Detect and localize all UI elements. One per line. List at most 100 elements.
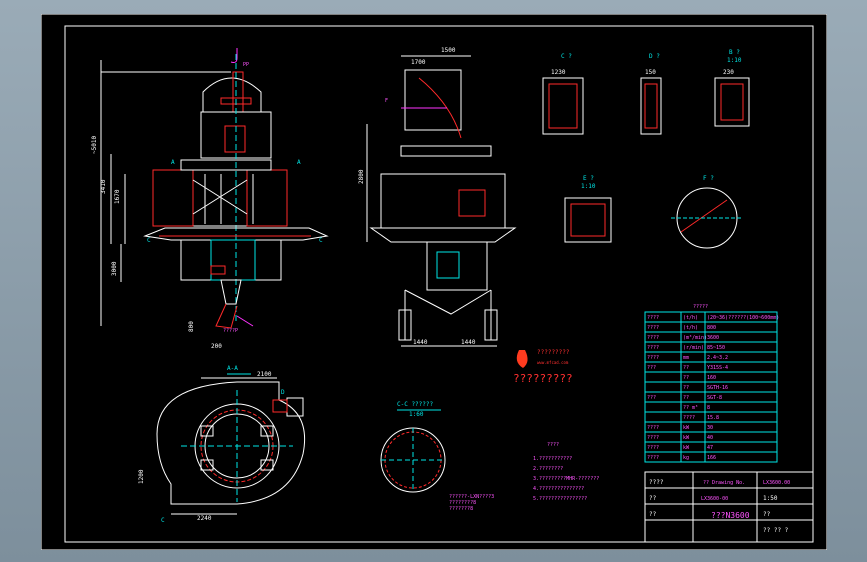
side-inlet-label: F <box>385 98 388 104</box>
watermark: ????????? www.mfcad.com ????????? <box>513 349 573 385</box>
table-cell: ??? <box>647 395 656 401</box>
tb-drawing-no: LX3600-00 <box>701 496 728 502</box>
view-e-inner <box>570 203 606 237</box>
tb-name: ???N3600 <box>711 511 750 520</box>
table-cell: ???? <box>647 455 659 461</box>
drum-blades <box>192 179 248 215</box>
side-base <box>369 227 517 243</box>
table-cell: Y315S-4 <box>707 365 728 371</box>
notes-title: ???? <box>547 442 559 448</box>
left-inlet <box>152 169 194 227</box>
aa-mark-c: C <box>161 517 165 524</box>
view-e-outer <box>564 197 612 243</box>
front-view: PP ????P 3410 1670 <box>91 48 329 350</box>
table-cell: 160 <box>707 375 716 381</box>
section-mark-c-left: C <box>147 237 151 244</box>
table-cell: (t/h) <box>683 315 698 321</box>
dim-1200: 1200 <box>138 469 145 484</box>
table-cell: ?? <box>683 395 689 401</box>
hook-label: PP <box>243 62 249 68</box>
side-motor <box>436 251 460 279</box>
table-cell: kg <box>683 455 689 461</box>
table-cell: ???? <box>647 435 659 441</box>
technical-notes: ???? 1.??????????? 2.???????? 3.????????… <box>533 442 599 502</box>
table-cell: ???? <box>647 325 659 331</box>
flame-logo <box>516 350 528 368</box>
parameter-table: ????? ???? (t/h) (20~36)??????(100~600mm)?… <box>644 304 779 463</box>
table-cell: SGT-8 <box>707 395 722 401</box>
table-cell: ???? <box>647 445 659 451</box>
side-view: 1500 1700 F 1440 1440 2800 <box>358 47 517 347</box>
section-aa-title: A-A <box>227 365 238 372</box>
note-3: 3.?????????MHR-??????? <box>533 476 599 482</box>
tb-designer: ???? <box>649 479 664 486</box>
view-f-chord <box>680 199 728 233</box>
view-d-outer <box>640 77 662 135</box>
section-aa: A-A 2100 1200 2240 D C <box>138 365 306 524</box>
tb-material: ?? <box>763 511 771 518</box>
table-cell: ???? <box>647 315 659 321</box>
main-drum <box>152 169 288 227</box>
table-cell: 800 <box>707 325 716 331</box>
table-cell: 30 <box>707 425 713 431</box>
dim-3000: 3000 <box>111 261 118 276</box>
dim-1440-a: 1440 <box>413 339 428 346</box>
title-block-frame <box>644 471 814 543</box>
lifting-hook <box>230 48 238 63</box>
section-cc-title: C-C ?????? <box>397 401 434 408</box>
side-upper-box <box>404 69 462 131</box>
side-foot-left <box>398 309 412 341</box>
detail-view-c: C ? 1230 <box>542 53 584 135</box>
table-cell: (r/min) <box>683 345 704 351</box>
view-d-width: 150 <box>645 69 656 76</box>
dim-top-1700: 1700 <box>411 59 426 66</box>
dim-1440-b: 1440 <box>461 339 476 346</box>
blade-box-1 <box>200 425 214 437</box>
detail-view-e: E ? 1:10 <box>564 175 612 243</box>
outlet-leader <box>236 315 254 327</box>
table-cell: (20~36)??????(100~600mm) <box>707 315 779 321</box>
table-cell: ?? m³ <box>683 405 698 411</box>
table-cell: ?? <box>683 385 689 391</box>
note-4: 4.??????????????? <box>533 486 584 492</box>
watermark-small: www.mfcad.com <box>537 360 569 365</box>
note-1: 1.??????????? <box>533 456 572 462</box>
dim-2240: 2240 <box>197 515 212 522</box>
table-cell: 47 <box>707 445 713 451</box>
view-b-width: 230 <box>723 69 734 76</box>
table-cell: ???? <box>647 355 659 361</box>
view-d-title: D ? <box>649 53 660 60</box>
side-nozzle <box>286 397 304 417</box>
dim-5010: ~5010 <box>91 136 98 154</box>
outlet-label: ????P <box>223 328 238 334</box>
dim-800: 800 <box>188 321 195 332</box>
motor-red <box>210 265 226 275</box>
outlet-chute <box>215 303 238 329</box>
view-b-outer <box>714 77 750 127</box>
dim-200: 200 <box>211 343 222 350</box>
table-title: ????? <box>693 304 708 310</box>
section-mark-a-right: A <box>297 159 301 166</box>
side-brace <box>404 289 492 315</box>
volute-casing <box>156 381 306 505</box>
blade-box-4 <box>260 459 274 471</box>
drawing-canvas[interactable]: PP ????P 3410 1670 <box>41 14 827 550</box>
table-cell: ???? <box>647 425 659 431</box>
section-cc-scale: 1:60 <box>409 411 424 418</box>
table-cell: kW <box>683 445 690 451</box>
table-cell: kW <box>683 425 690 431</box>
watermark-sub: ????????? <box>513 372 573 385</box>
view-c-width: 1230 <box>551 69 566 76</box>
table-cell: ?? <box>683 375 689 381</box>
cc-note-2: ????????8 <box>449 500 476 506</box>
cc-note-1: ??????-LXN????3 <box>449 494 494 500</box>
side-port <box>458 189 486 217</box>
table-cell: 8 <box>707 405 710 411</box>
tb-field-1: ?? Drawing No. <box>703 480 745 486</box>
table-cell: 15.8 <box>707 415 719 421</box>
view-d-inner <box>644 83 658 129</box>
view-e-title: E ? <box>583 175 594 182</box>
view-c-inner <box>548 83 578 129</box>
inner-border <box>64 25 814 543</box>
